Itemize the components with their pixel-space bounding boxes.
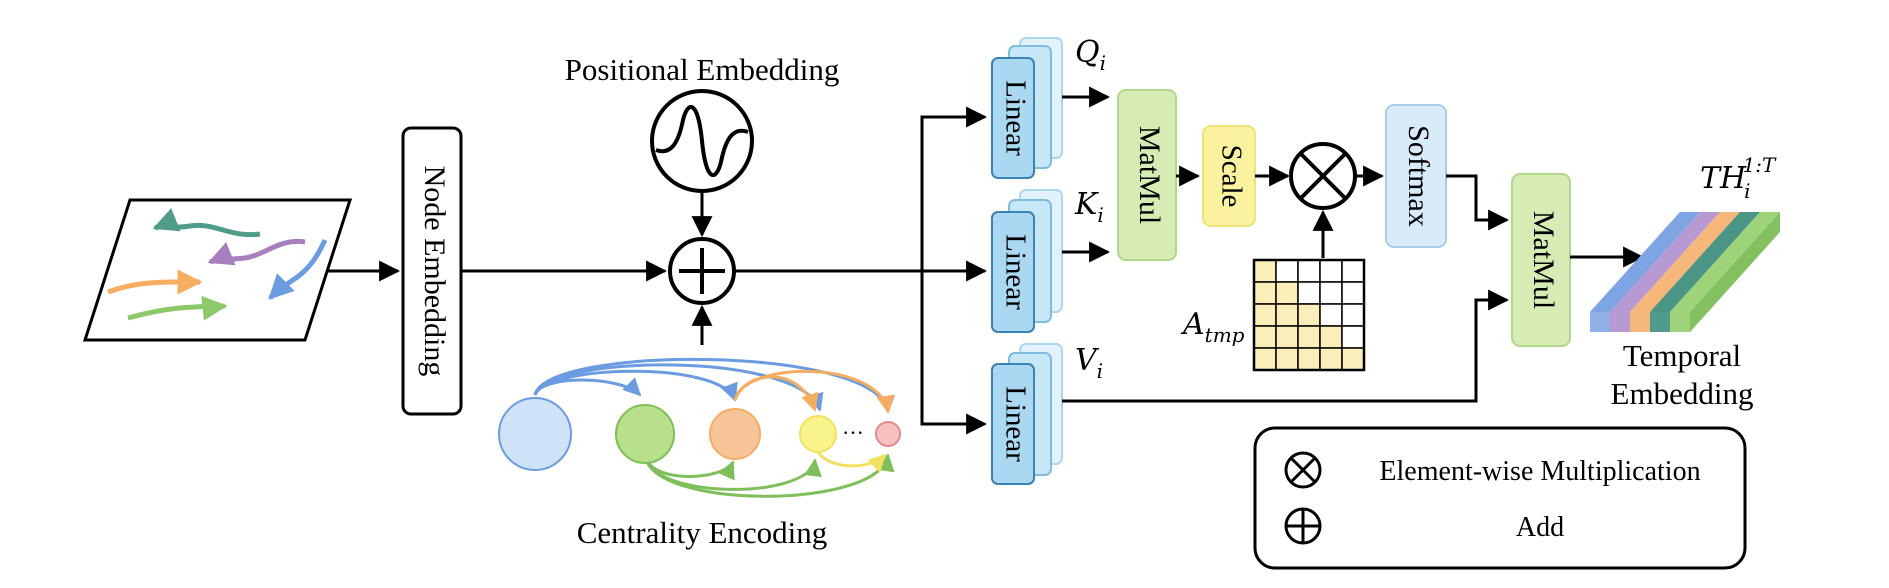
centrality-encoding-graph: ···: [498, 357, 901, 498]
mask-cell: [1319, 347, 1343, 371]
mask-grid: [1252, 258, 1366, 372]
mask-cell: [1275, 325, 1299, 349]
add-operator: [668, 237, 736, 305]
softmax-label: Softmax: [1402, 125, 1435, 227]
circle-times-icon: [1284, 451, 1322, 489]
mask-cell: [1341, 325, 1365, 349]
temporal-embedding-tensor: [1590, 212, 1780, 332]
linear-q-label: Linear: [999, 80, 1031, 156]
multiply-operator: [1289, 142, 1357, 210]
mask-cell: [1319, 281, 1343, 305]
matmul-1-label: MatMul: [1133, 126, 1166, 224]
centrality-node-5: [875, 421, 901, 447]
mask-grid-border: [1252, 258, 1366, 372]
trajectory-input: [82, 198, 353, 342]
mask-cell: [1319, 325, 1343, 349]
centrality-ellipsis: ···: [842, 420, 864, 445]
trajectory-orange: [107, 269, 203, 295]
mask-cell: [1253, 325, 1277, 349]
linear-v-box: [991, 363, 1035, 485]
centrality-node-4: [799, 415, 837, 453]
linear-k-label: Linear: [999, 234, 1031, 310]
mask-cell: [1297, 303, 1321, 327]
centrality-node-1: [498, 397, 572, 471]
mask-cell: [1275, 303, 1299, 327]
mask-cell: [1275, 281, 1299, 305]
linear-v-stack: Linear: [991, 343, 1063, 485]
q-label: Qi: [1075, 35, 1106, 75]
linear-k-box: [991, 211, 1035, 333]
k-label: Ki: [1074, 187, 1104, 227]
mask-cell: [1253, 281, 1277, 305]
matmul-2-box: MatMul: [1511, 173, 1571, 347]
mask-cell: [1275, 347, 1299, 371]
trajectory-blue: [268, 238, 328, 300]
mask-cell: [1341, 347, 1365, 371]
centrality-encoding-label: Centrality Encoding: [577, 515, 828, 550]
mask-cell: [1253, 347, 1277, 371]
temporal-embedding-label-1: Temporal: [1623, 338, 1741, 373]
mask-cell: [1319, 259, 1343, 283]
softmax-box: Softmax: [1385, 104, 1447, 248]
circle-plus-icon: [1284, 507, 1322, 545]
th-label: THi1:T: [1700, 153, 1777, 203]
centrality-node-2: [615, 404, 675, 464]
positional-embedding-label: Positional Embedding: [565, 52, 840, 87]
a-tmp-label: Atmp: [1180, 307, 1245, 347]
mask-cell: [1297, 325, 1321, 349]
arrow-v-to-matmul2: [1062, 289, 1510, 403]
positional-embedding-icon: [650, 89, 754, 193]
mask-cell: [1319, 303, 1343, 327]
linear-k-stack: Linear: [991, 189, 1063, 333]
trajectory-green: [127, 295, 228, 321]
node-embedding-box: Node Embedding: [401, 126, 463, 416]
legend-box: [1253, 426, 1747, 570]
mask-cell: [1297, 281, 1321, 305]
mask-cell: [1341, 281, 1365, 305]
scale-box: Scale: [1202, 125, 1256, 227]
scale-label: Scale: [1215, 145, 1247, 208]
matmul-1-box: MatMul: [1117, 89, 1177, 261]
mask-cell: [1341, 303, 1365, 327]
mask-cell: [1297, 347, 1321, 371]
mask-cell: [1253, 303, 1277, 327]
v-label: Vi: [1075, 343, 1103, 383]
linear-v-label: Linear: [999, 386, 1031, 462]
matmul-2-label: MatMul: [1527, 211, 1560, 309]
arrow-to-linear-v: [920, 271, 988, 435]
arrow-to-linear-q: [920, 106, 988, 271]
temporal-embedding-label-2: Embedding: [1611, 376, 1754, 411]
arrow-softmax-to-matmul2: [1446, 174, 1510, 231]
linear-q-stack: Linear: [991, 37, 1063, 179]
mask-cell: [1297, 259, 1321, 283]
mask-cell: [1253, 259, 1277, 283]
trajectory-teal: [152, 208, 261, 238]
trajectory-purple: [207, 238, 306, 266]
node-embedding-label: Node Embedding: [418, 166, 451, 377]
legend-label-multiplication: Element-wise Multiplication: [1379, 456, 1700, 487]
centrality-node-3: [709, 408, 761, 460]
mask-cell: [1341, 259, 1365, 283]
legend-label-add: Add: [1516, 512, 1564, 543]
mask-cell: [1275, 259, 1299, 283]
linear-q-box: [991, 57, 1035, 179]
legend: Element-wise Multiplication Add: [1253, 426, 1747, 570]
